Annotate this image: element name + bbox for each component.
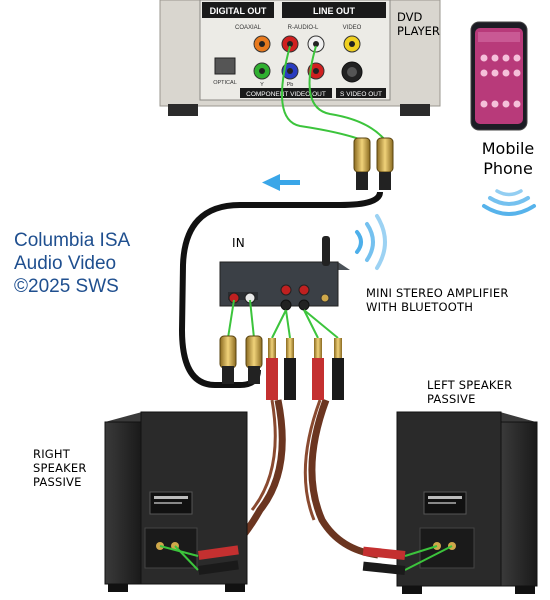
left-speaker-label: LEFT SPEAKER PASSIVE	[427, 378, 513, 406]
rca-plugs-amp	[219, 335, 263, 384]
bluetooth-antenna	[322, 236, 330, 266]
coaxial-label: COAXIAL	[235, 25, 262, 31]
rca-plugs-dvd	[353, 137, 394, 190]
dvd-foot-left	[168, 104, 198, 116]
s-video-out-label: S VIDEO OUT	[340, 91, 382, 98]
banana-plugs-amp	[266, 309, 344, 400]
left-speaker	[396, 411, 538, 594]
dvd-player-label: DVD PLAYER	[397, 10, 440, 38]
digital-out-label: DIGITAL OUT	[210, 6, 267, 16]
amplifier	[219, 236, 350, 311]
banana-plugs-left-speaker	[362, 545, 453, 575]
speaker-cable-left	[308, 398, 379, 559]
banana-plugs-right-speaker	[159, 545, 239, 575]
wireless-signal-icon	[482, 189, 536, 216]
rca-wire-green-1	[281, 45, 363, 141]
mobile-phone-label: Mobile Phone	[481, 139, 535, 178]
right-speaker-label: RIGHT SPEAKER PASSIVE	[33, 447, 87, 489]
dvd-foot-right	[400, 104, 430, 116]
bluetooth-wave-icon	[355, 214, 387, 270]
audio-rl-label: R-AUDIO-L	[288, 25, 319, 31]
amplifier-label: MINI STEREO AMPLIFIER WITH BLUETOOTH	[366, 286, 509, 314]
optical-port	[214, 57, 236, 75]
y-label: Y	[260, 82, 264, 88]
rca-cable-black	[178, 191, 383, 388]
dvd-player: DIGITAL OUT LINE OUT COAXIAL R-AUDIO-L V…	[159, 0, 441, 116]
mobile-phone	[470, 21, 528, 131]
signal-arrow-icon	[262, 174, 300, 191]
rca-wire-green-2	[308, 45, 386, 141]
phone-screen	[475, 28, 523, 124]
amp-in-label: IN	[232, 236, 245, 250]
optical-label: OPTICAL	[213, 80, 237, 86]
line-out-label: LINE OUT	[313, 6, 356, 16]
video-label: VIDEO	[343, 25, 362, 31]
pb-label: Pb	[287, 82, 294, 88]
copyright-credit: Columbia ISA Audio Video ©2025 SWS	[14, 230, 131, 297]
component-video-out-label: COMPONENT VIDEO OUT	[246, 91, 326, 98]
